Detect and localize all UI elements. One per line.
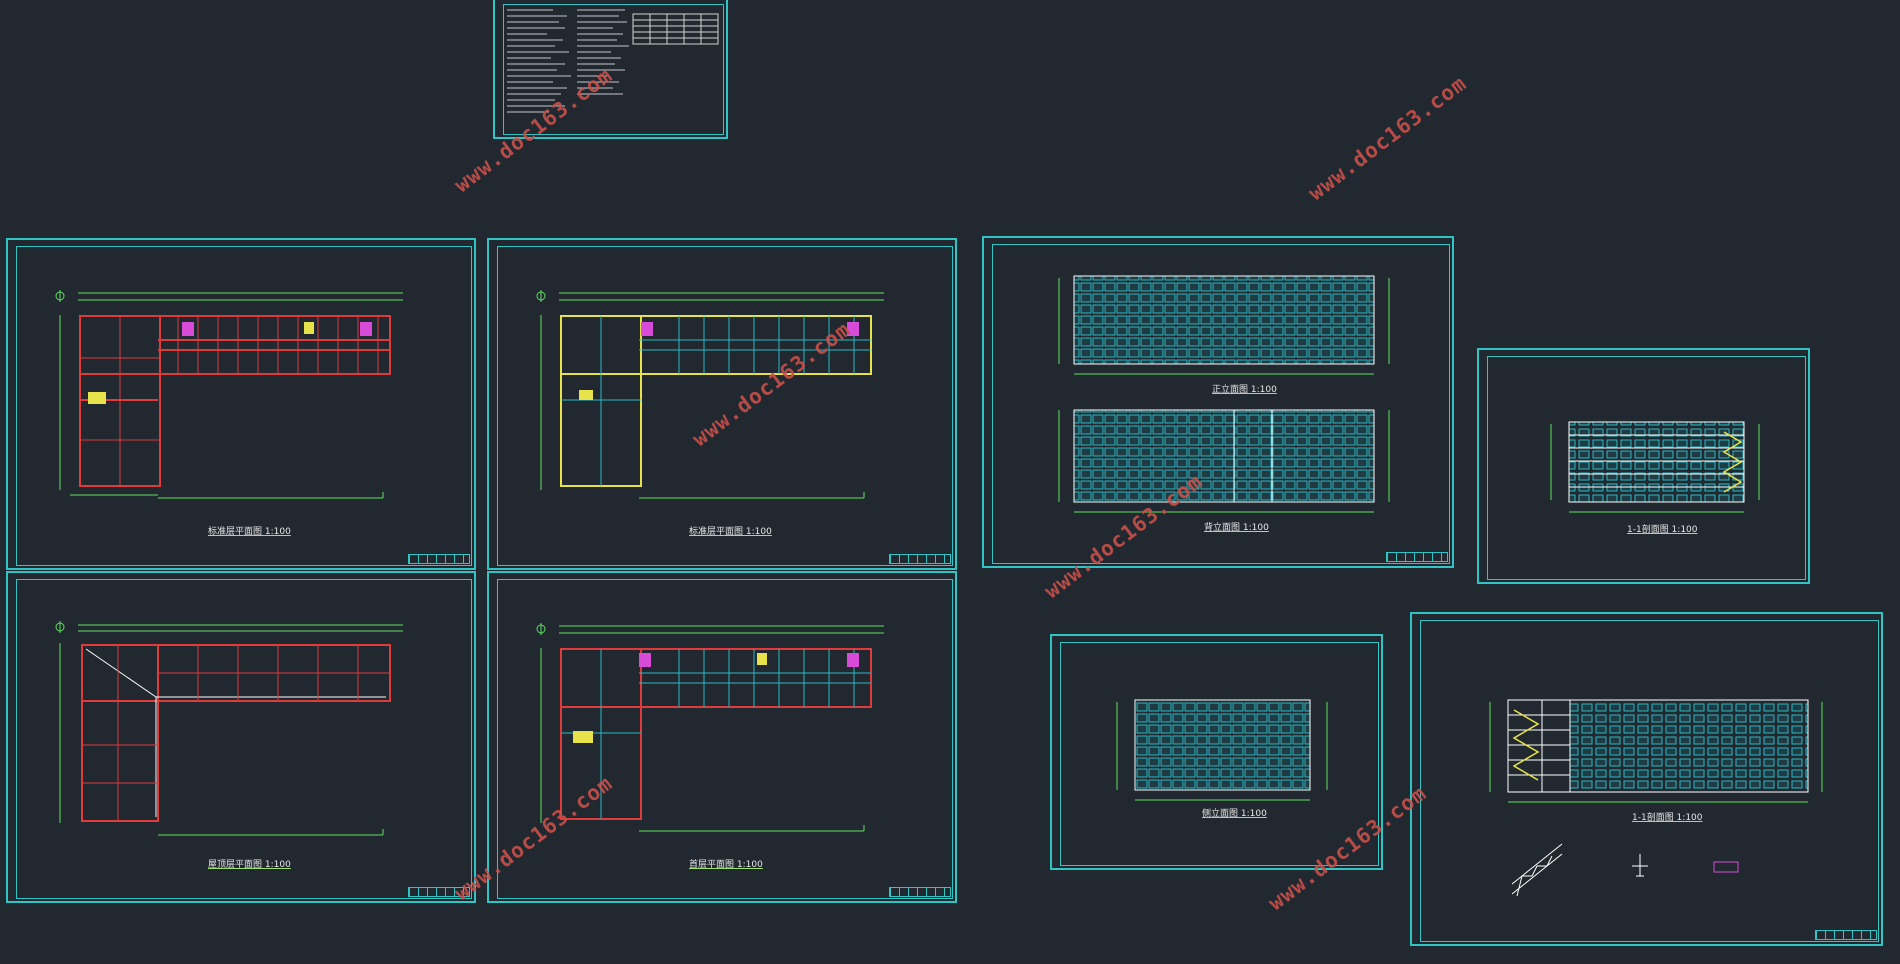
sheet-inner-frame: [16, 579, 472, 899]
sheet-inner-frame: [16, 246, 472, 566]
title-block: [889, 554, 951, 564]
roof-plan-drawing: [55, 621, 403, 836]
sheet-inner-frame: [497, 246, 953, 566]
floor-plan-drawing: [536, 623, 884, 832]
elevation-sheet-side[interactable]: 侧立面图 1:100: [1050, 634, 1383, 870]
floor-plan-sheet-typical[interactable]: 标准层平面图 1:100: [487, 238, 957, 570]
title-block: [1386, 552, 1448, 562]
floor-plan-sheet-first[interactable]: 首层平面图 1:100: [487, 571, 957, 903]
watermark-text: www.doc163.com: [1304, 71, 1471, 206]
section-sheet-b[interactable]: 1-1剖面图 1:100: [1410, 612, 1883, 946]
section-drawing: [1550, 421, 1760, 513]
title-block: [1815, 930, 1877, 940]
side-elevation-drawing: [1116, 699, 1328, 801]
drawing-caption: 屋顶层平面图 1:100: [208, 860, 291, 870]
floor-plan-sheet-standard[interactable]: 标准层平面图 1:100: [6, 238, 476, 570]
drawing-caption: 侧立面图 1:100: [1202, 809, 1267, 819]
sheet-inner-frame: [503, 4, 724, 135]
floor-plan-drawing: [55, 290, 403, 499]
sheet-inner-frame: [1420, 620, 1879, 942]
title-block: [408, 887, 470, 897]
floor-plan-sheet-roof[interactable]: 屋顶层平面图 1:100: [6, 571, 476, 903]
title-block: [889, 887, 951, 897]
elevation-sheet-front-back[interactable]: 正立面图 1:100 背立面图 1:100: [982, 236, 1454, 568]
sheet-inner-frame: [497, 579, 953, 899]
elevation-drawing: [1058, 275, 1390, 513]
sheet-inner-frame: [992, 244, 1450, 564]
drawing-caption: 背立面图 1:100: [1204, 523, 1269, 533]
design-notes-sheet[interactable]: [493, 0, 728, 139]
drawing-caption: 1-1剖面图 1:100: [1632, 813, 1703, 823]
drawing-caption: 1-1剖面图 1:100: [1627, 525, 1698, 535]
drawing-caption: 正立面图 1:100: [1212, 385, 1277, 395]
sheet-inner-frame: [1487, 356, 1806, 580]
floor-plan-drawing: [536, 290, 884, 499]
drawing-caption: 首层平面图 1:100: [689, 860, 763, 870]
notes-drawing: [507, 9, 719, 113]
drawing-caption: 标准层平面图 1:100: [208, 527, 291, 537]
drawing-caption: 标准层平面图 1:100: [689, 527, 772, 537]
sheet-inner-frame: [1060, 642, 1379, 866]
title-block: [408, 554, 470, 564]
section-sheet-a[interactable]: 1-1剖面图 1:100: [1477, 348, 1810, 584]
section-detail-drawing: [1489, 699, 1823, 897]
